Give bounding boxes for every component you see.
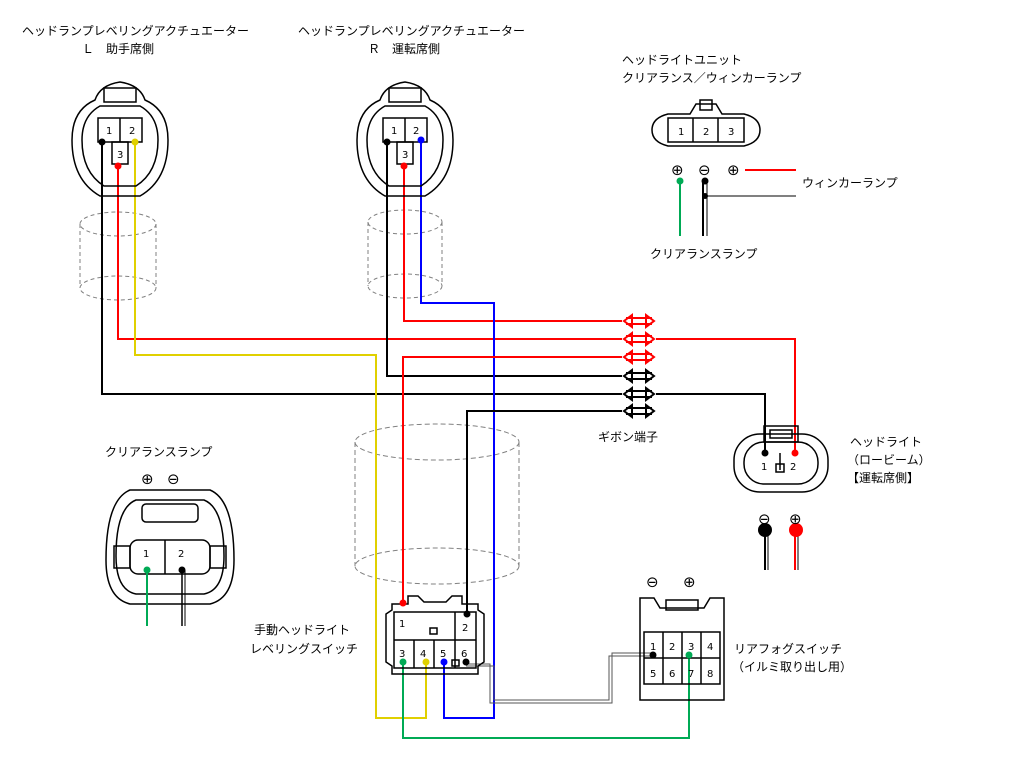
rearfog-plus: ⊕ bbox=[683, 573, 696, 591]
svg-text:5: 5 bbox=[650, 669, 656, 680]
svg-text:6: 6 bbox=[461, 649, 467, 660]
terminal-red-3 bbox=[622, 349, 656, 365]
terminal-black-1 bbox=[622, 368, 656, 384]
cable-tube-center bbox=[354, 423, 520, 585]
wire-black-headlight bbox=[656, 393, 766, 453]
svg-text:2: 2 bbox=[790, 462, 796, 473]
svg-text:3: 3 bbox=[688, 642, 694, 653]
actuator-l-side: Ｌ 助手席側 bbox=[82, 41, 154, 56]
unit-wires bbox=[676, 169, 796, 236]
svg-text:2: 2 bbox=[178, 549, 184, 560]
svg-text:7: 7 bbox=[688, 669, 694, 680]
wire-red-sw1 bbox=[402, 356, 622, 603]
switch-pins: 1 2 3 4 5 6 bbox=[399, 599, 471, 666]
svg-text:3: 3 bbox=[399, 649, 405, 660]
switch-subtitle: レベリングスイッチ bbox=[250, 642, 358, 656]
wire-black-l1 bbox=[101, 142, 622, 395]
unit-plus-1: ⊕ bbox=[671, 161, 684, 179]
headlight-subtitle: （ロービーム） bbox=[847, 453, 931, 467]
actuator-r-title: ヘッドランプレベリングアクチュエーター bbox=[298, 24, 525, 38]
svg-text:1: 1 bbox=[761, 462, 767, 473]
terminal-red-1 bbox=[622, 313, 656, 329]
svg-text:2: 2 bbox=[669, 642, 675, 653]
terminal-black-2 bbox=[622, 386, 656, 402]
svg-text:2: 2 bbox=[462, 623, 468, 634]
rearfog-minus: ⊖ bbox=[646, 573, 659, 591]
svg-text:1: 1 bbox=[678, 127, 684, 138]
wire-red-headlight bbox=[656, 338, 796, 453]
terminal-black-3 bbox=[622, 403, 656, 419]
svg-text:5: 5 bbox=[440, 649, 446, 660]
clearance-plus: ⊕ bbox=[141, 470, 154, 488]
actuator-l-pins: 1 2 3 bbox=[98, 126, 139, 170]
gibon-terminal-label: ギボン端子 bbox=[598, 430, 658, 444]
headlight-leads bbox=[758, 523, 803, 570]
svg-text:1: 1 bbox=[143, 549, 149, 560]
unit-plus-2: ⊕ bbox=[727, 161, 740, 179]
terminal-red-2 bbox=[622, 331, 656, 347]
actuator-r-side: Ｒ 運転席側 bbox=[368, 41, 440, 56]
svg-text:8: 8 bbox=[707, 669, 713, 680]
headlight-pins: 1 2 bbox=[761, 449, 799, 473]
actuator-r-pins: 1 2 3 bbox=[383, 126, 425, 170]
wire-red-r3 bbox=[403, 166, 622, 322]
unit-minus: ⊖ bbox=[698, 161, 711, 179]
actuator-l-connector bbox=[71, 81, 169, 197]
svg-text:1: 1 bbox=[650, 642, 656, 653]
headlight-title: ヘッドライト bbox=[850, 435, 922, 449]
switch-connector bbox=[385, 595, 485, 675]
clearance-lamp-connector bbox=[105, 489, 235, 605]
svg-text:3: 3 bbox=[117, 150, 123, 161]
cable-tube-left bbox=[79, 211, 157, 301]
wire-black-sw2 bbox=[466, 410, 622, 614]
svg-text:4: 4 bbox=[420, 649, 426, 660]
actuator-l-title: ヘッドランプレベリングアクチュエーター bbox=[22, 24, 249, 38]
wire-gray-sw6 bbox=[466, 652, 652, 704]
unit-subtitle: クリアランス／ウィンカーランプ bbox=[622, 71, 801, 85]
unit-connector bbox=[651, 99, 761, 147]
rearfog-pins: 1 2 3 4 5 6 7 8 bbox=[649, 642, 713, 680]
svg-text:3: 3 bbox=[402, 150, 408, 161]
headlight-minus: ⊖ bbox=[758, 510, 771, 528]
wire-red-l3 bbox=[117, 166, 622, 340]
headlight-side: 【運転席側】 bbox=[847, 470, 919, 485]
svg-text:1: 1 bbox=[399, 619, 405, 630]
svg-text:1: 1 bbox=[391, 126, 397, 137]
unit-pins: 1 2 3 bbox=[678, 127, 734, 138]
svg-text:3: 3 bbox=[728, 127, 734, 138]
headlight-plus: ⊕ bbox=[789, 510, 802, 528]
svg-text:4: 4 bbox=[707, 642, 713, 653]
svg-text:2: 2 bbox=[703, 127, 709, 138]
switch-title: 手動ヘッドライト bbox=[254, 623, 350, 637]
clearance-lamp-left-label: クリアランスランプ bbox=[105, 445, 212, 459]
winker-lamp-label: ウィンカーランプ bbox=[802, 176, 898, 190]
headlight-connector bbox=[733, 425, 829, 493]
rearfog-connector bbox=[639, 597, 725, 701]
wire-yellow-l2 bbox=[134, 142, 427, 719]
wire-green-sw3 bbox=[402, 655, 690, 739]
svg-text:6: 6 bbox=[669, 669, 675, 680]
clearance-lamp-top-label: クリアランスランプ bbox=[650, 247, 757, 261]
wire-black-r1 bbox=[386, 142, 622, 377]
wire-blue-r2 bbox=[420, 140, 495, 719]
unit-title: ヘッドライトユニット bbox=[622, 53, 742, 67]
clearance-lamp-pins: 1 2 bbox=[143, 549, 186, 626]
wires bbox=[101, 140, 796, 739]
clearance-minus: ⊖ bbox=[167, 470, 180, 488]
gibon-terminals bbox=[622, 313, 656, 419]
svg-text:2: 2 bbox=[129, 126, 135, 137]
rearfog-subtitle: （イルミ取り出し用） bbox=[732, 660, 852, 674]
rearfog-title: リアフォグスイッチ bbox=[734, 642, 842, 656]
svg-text:1: 1 bbox=[106, 126, 112, 137]
svg-text:2: 2 bbox=[413, 126, 419, 137]
